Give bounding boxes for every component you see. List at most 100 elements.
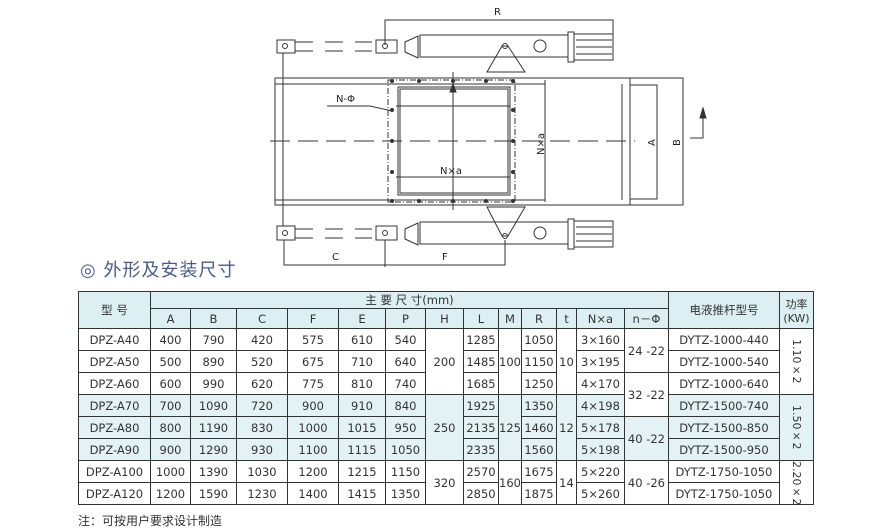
svg-text:R: R bbox=[494, 7, 501, 18]
dim-l-cell: 1685 bbox=[463, 372, 499, 395]
dim-p-cell: 1150 bbox=[385, 460, 426, 483]
dim-f-cell: 575 bbox=[287, 328, 339, 351]
col-header: R bbox=[520, 308, 557, 329]
dim-b-cell: 1090 bbox=[190, 394, 237, 417]
section-title: ◎ 外形及安装尺寸 bbox=[80, 256, 236, 282]
dim-a-cell: 500 bbox=[150, 350, 191, 373]
header-row: 型 号 主 要 尺 寸(mm) 电液推杆型号 功率(KW) bbox=[78, 291, 814, 329]
pusher-model-cell: DYTZ-1500-950 bbox=[667, 438, 780, 461]
n-x-a-cell: 5×198 bbox=[575, 438, 625, 461]
pusher-model-cell: DYTZ-1500-850 bbox=[667, 416, 780, 439]
dim-e-cell: 710 bbox=[338, 350, 386, 373]
model-header: 型 号 bbox=[78, 291, 151, 329]
gate-frame: N-Φ N×a N×a A B bbox=[270, 72, 684, 210]
dim-b-cell: 1390 bbox=[190, 460, 237, 483]
gate-outline-drawing: R N-Φ N×a N×a A B bbox=[270, 7, 707, 267]
col-header: t bbox=[555, 308, 577, 329]
dim-e-cell: 1415 bbox=[338, 482, 386, 505]
dimension-c-f: C F bbox=[283, 240, 506, 267]
dim-r-cell: 1675 bbox=[520, 460, 557, 483]
footnote: 注：可按用户要求设计制造 bbox=[78, 514, 223, 528]
dim-b-cell: 890 bbox=[190, 350, 237, 373]
n-phi-cell: 40 -26 bbox=[623, 460, 669, 505]
model-cell: DPZ-A60 bbox=[78, 372, 151, 395]
pusher-model-cell: DYTZ-1000-640 bbox=[667, 372, 780, 395]
model-cell: DPZ-A90 bbox=[78, 438, 151, 461]
dim-h-cell: 200 bbox=[425, 328, 464, 395]
col-header: P bbox=[385, 308, 426, 329]
dim-r-cell: 1350 bbox=[520, 394, 557, 417]
dim-f-cell: 1100 bbox=[287, 438, 339, 461]
model-cell: DPZ-A40 bbox=[78, 328, 151, 351]
model-cell: DPZ-A80 bbox=[78, 416, 151, 439]
svg-text:B: B bbox=[672, 139, 683, 146]
dim-r-cell: 1150 bbox=[520, 350, 557, 373]
dim-h-cell: 250 bbox=[425, 394, 464, 461]
dim-p-cell: 640 bbox=[385, 350, 426, 373]
model-cell: DPZ-A70 bbox=[78, 394, 151, 417]
dim-f-cell: 675 bbox=[287, 350, 339, 373]
column-header-row: A B C F E P H L M R t N×a n－Φ bbox=[78, 308, 814, 329]
n-x-a-cell: 5×220 bbox=[575, 460, 625, 483]
top-actuator bbox=[276, 31, 614, 78]
pusher-header: 电液推杆型号 bbox=[667, 291, 780, 329]
svg-text:N×a: N×a bbox=[440, 166, 462, 177]
svg-text:N×a: N×a bbox=[536, 133, 547, 155]
pusher-model-cell: DYTZ-1500-740 bbox=[667, 394, 780, 417]
n-phi-cell: 32 -22 bbox=[623, 372, 669, 417]
dim-l-cell: 2335 bbox=[463, 438, 499, 461]
col-header: L bbox=[463, 308, 499, 329]
power-cell: 1.50×2 bbox=[778, 394, 814, 461]
dim-h-cell: 320 bbox=[425, 460, 464, 505]
dimension-table: 型 号 主 要 尺 寸(mm) 电液推杆型号 功率(KW) A B C F E … bbox=[78, 291, 814, 506]
dim-b-cell: 990 bbox=[190, 372, 237, 395]
dim-m-cell: 100 bbox=[498, 328, 522, 395]
pusher-model-cell: DYTZ-1750-1050 bbox=[667, 460, 780, 483]
n-x-a-cell: 5×260 bbox=[575, 482, 625, 505]
dim-p-cell: 1050 bbox=[385, 438, 426, 461]
dim-a-cell: 1200 bbox=[150, 482, 191, 505]
col-header: F bbox=[287, 308, 339, 329]
power-cell: 2.20×2 bbox=[778, 460, 814, 506]
model-cell: DPZ-A120 bbox=[78, 482, 151, 505]
dim-f-cell: 1400 bbox=[287, 482, 339, 505]
col-header: B bbox=[190, 308, 237, 329]
n-phi-cell: 40 -22 bbox=[623, 416, 669, 461]
dimension-r: R bbox=[384, 7, 614, 45]
power-cell: 1.10×2 bbox=[778, 328, 814, 395]
dim-a-cell: 900 bbox=[150, 438, 191, 461]
dim-c-cell: 520 bbox=[236, 350, 288, 373]
dim-l-cell: 1485 bbox=[463, 350, 499, 373]
dim-a-cell: 400 bbox=[150, 328, 191, 351]
dim-r-cell: 1250 bbox=[520, 372, 557, 395]
dim-p-cell: 840 bbox=[385, 394, 426, 417]
dim-f-cell: 775 bbox=[287, 372, 339, 395]
dim-e-cell: 1215 bbox=[338, 460, 386, 483]
dim-f-cell: 900 bbox=[287, 394, 339, 417]
dim-b-cell: 790 bbox=[190, 328, 237, 351]
dim-a-cell: 700 bbox=[150, 394, 191, 417]
dim-p-cell: 950 bbox=[385, 416, 426, 439]
col-header: A bbox=[150, 308, 191, 329]
dim-p-cell: 540 bbox=[385, 328, 426, 351]
dim-m-cell: 125 bbox=[498, 394, 522, 461]
dim-c-cell: 1230 bbox=[236, 482, 288, 505]
dim-a-cell: 600 bbox=[150, 372, 191, 395]
dim-r-cell: 1875 bbox=[520, 482, 557, 505]
dim-l-cell: 2850 bbox=[463, 482, 499, 505]
dim-e-cell: 810 bbox=[338, 372, 386, 395]
n-x-a-cell: 4×170 bbox=[575, 372, 625, 395]
col-header: H bbox=[425, 308, 464, 329]
dim-b-cell: 1590 bbox=[190, 482, 237, 505]
dim-l-cell: 2135 bbox=[463, 416, 499, 439]
pusher-model-cell: DYTZ-1000-540 bbox=[667, 350, 780, 373]
pusher-model-cell: DYTZ-1000-440 bbox=[667, 328, 780, 351]
svg-text:F: F bbox=[442, 252, 448, 263]
dim-c-cell: 620 bbox=[236, 372, 288, 395]
dim-t-cell: 12 bbox=[555, 394, 577, 461]
